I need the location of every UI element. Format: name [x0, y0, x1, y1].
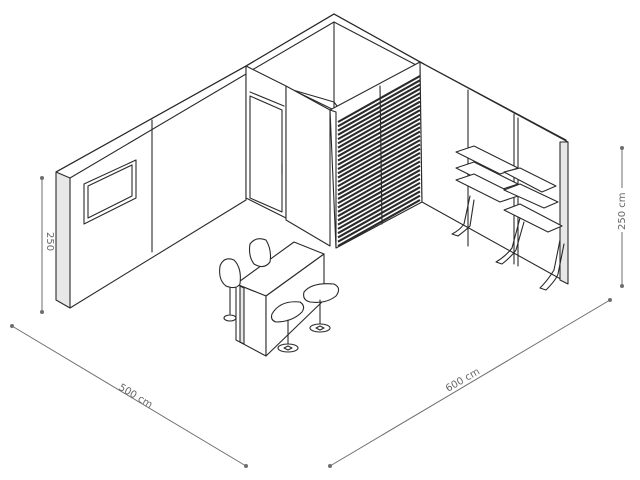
slat-line	[337, 109, 421, 158]
slat-line	[337, 190, 421, 239]
dimension-depth: 600 cm	[328, 298, 612, 468]
slat-line	[337, 177, 421, 226]
stool-front-left	[270, 301, 305, 353]
dimension-width: 500 cm	[10, 324, 248, 468]
slat-line	[337, 160, 421, 209]
stool-front-right	[303, 283, 340, 333]
slat-line	[337, 173, 421, 222]
slat-line	[337, 152, 421, 200]
slat-line	[337, 156, 421, 205]
width-label: 500 cm	[116, 382, 154, 411]
slat-line	[337, 79, 421, 128]
dimension-height-right: 250 cm	[610, 146, 628, 288]
height-right-label: 250 cm	[617, 192, 628, 230]
shelving	[451, 145, 565, 291]
slat-line	[337, 100, 421, 149]
depth-label: 600 cm	[444, 366, 482, 394]
slat-line	[337, 186, 421, 235]
slat-line	[337, 164, 421, 213]
slat-line	[337, 75, 421, 123]
slat-line	[337, 92, 421, 141]
chair-back-right	[248, 238, 272, 268]
slat-line	[337, 147, 421, 196]
slat-line	[337, 117, 421, 166]
tv-screen	[83, 159, 137, 225]
slat-line	[337, 126, 421, 175]
slat-line	[337, 87, 421, 136]
chair-back-left	[219, 258, 241, 322]
slat-lines	[337, 75, 421, 247]
slat-line	[337, 181, 421, 230]
height-left-label: 250	[44, 232, 55, 251]
slat-line	[337, 194, 421, 243]
slat-line	[337, 113, 421, 162]
slat-line	[337, 105, 421, 153]
dimension-height-left: 250	[40, 176, 55, 314]
slat-wall	[329, 61, 423, 249]
slat-line	[337, 122, 421, 170]
slat-line	[337, 83, 421, 132]
slat-line	[337, 169, 421, 217]
slat-line	[337, 143, 421, 192]
storage-front	[245, 65, 331, 247]
slat-line	[337, 139, 421, 188]
slat-line	[337, 199, 421, 247]
slat-line	[337, 134, 421, 183]
left-wall	[55, 65, 247, 309]
slat-line	[337, 130, 421, 179]
slat-line	[337, 96, 421, 145]
